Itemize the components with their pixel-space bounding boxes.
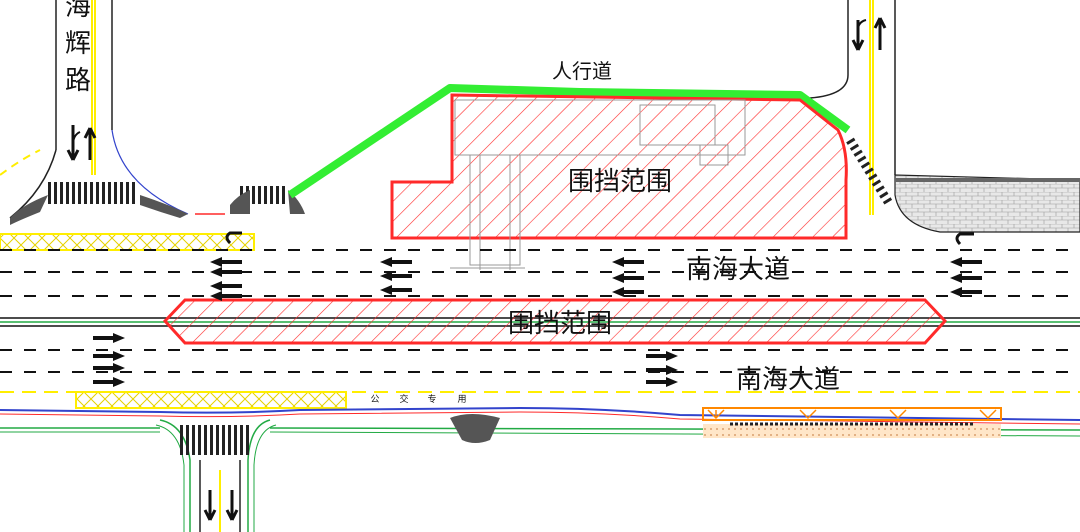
sidewalk-label: 人行道 (552, 59, 612, 83)
bus-lane-char: 专 (427, 393, 436, 405)
arrow-down-icon (66, 125, 81, 161)
enclosure-label-north: 围挡范围 (568, 167, 672, 197)
arrow-left-icon (950, 257, 982, 297)
side-road-name-3: 路 (65, 66, 91, 96)
traffic-island (450, 414, 500, 443)
bus-stop-platform (703, 424, 1001, 438)
main-road-name-north: 南海大道 (686, 255, 790, 285)
arrow-left-icon (380, 257, 412, 295)
side-road-north-left (0, 0, 189, 219)
arrow-down-icon (203, 490, 239, 521)
crosswalk-icon (48, 182, 138, 204)
crosswalk-icon (180, 425, 250, 455)
construction-enclosure-north (390, 93, 848, 240)
crosswalk-icon (240, 186, 288, 204)
main-road-name-south: 南海大道 (736, 365, 840, 395)
side-road-name-2: 辉 (65, 29, 91, 59)
u-turn-icon (225, 231, 974, 246)
arrow-right-icon (93, 333, 125, 387)
brick-sidewalk (894, 174, 1080, 233)
bus-lane-char: 公 (370, 394, 379, 405)
crosswalk-icon (846, 137, 894, 208)
arrow-left-icon (612, 257, 644, 297)
bus-stop-structure (702, 407, 1002, 421)
construction-enclosure-median (162, 298, 948, 345)
side-road-south (155, 419, 277, 532)
enclosure-label-median: 围挡范围 (508, 309, 612, 339)
bus-lane-char: 用 (457, 394, 466, 405)
arrow-up-icon (873, 17, 887, 50)
sidewalk-boundary (287, 84, 851, 199)
arrow-down-icon (851, 19, 867, 51)
arrow-left-icon (210, 257, 242, 301)
arrow-right-icon (646, 351, 678, 387)
bus-lane-char: 交 (399, 393, 408, 405)
side-road-name-1: 海 (65, 0, 91, 22)
arrow-up-icon (83, 127, 97, 160)
